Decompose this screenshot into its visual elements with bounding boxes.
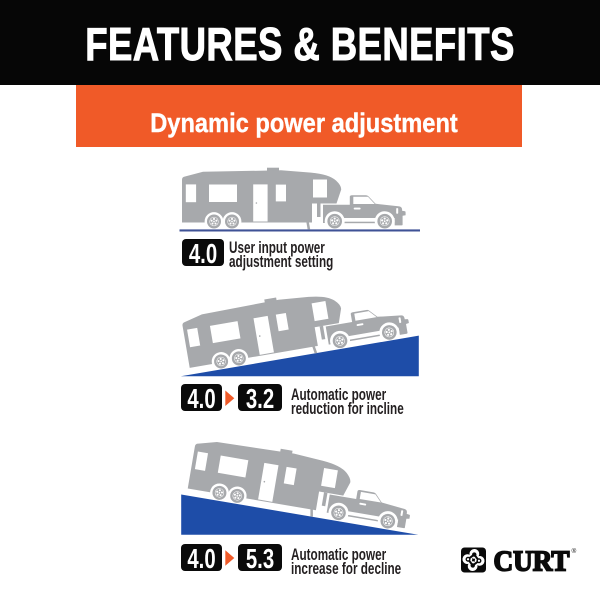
svg-text:®: ®	[572, 547, 577, 555]
svg-text:CURT: CURT	[494, 547, 570, 578]
